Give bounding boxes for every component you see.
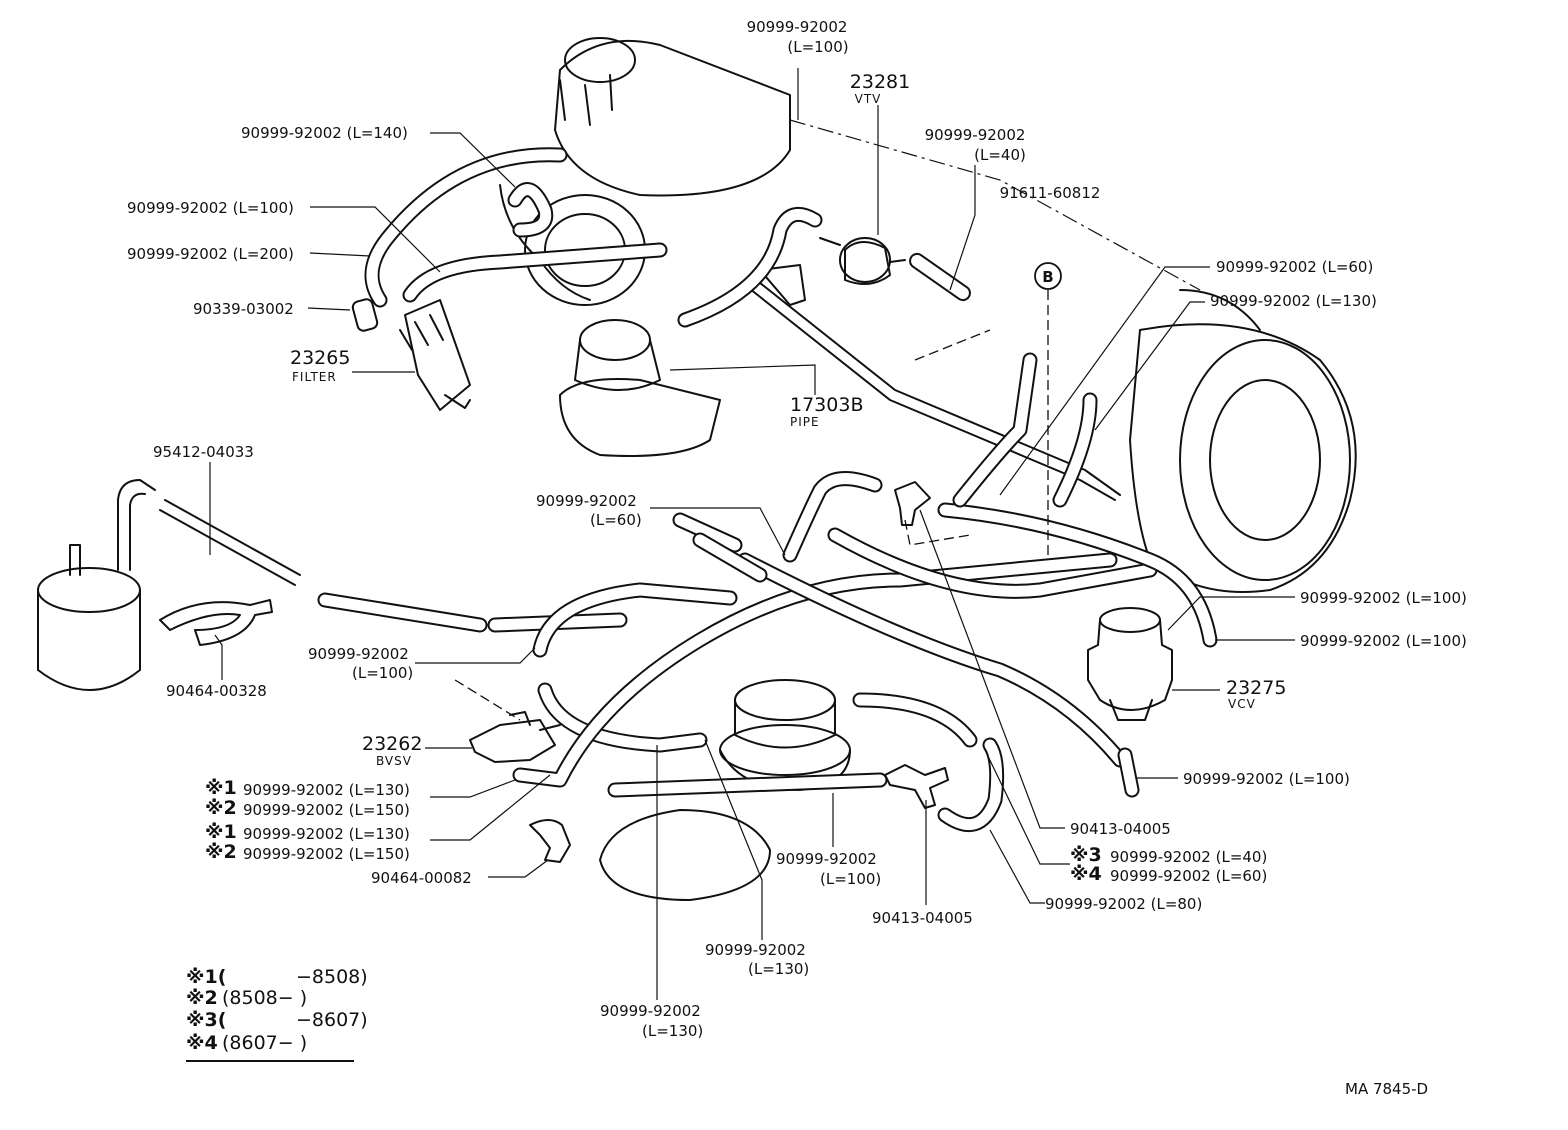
label-hose-l60-right: 90999-92002 (L=60) <box>1216 258 1373 276</box>
label-tee-bottom: 90413-04005 <box>872 909 973 927</box>
note2b-mark: ※2 <box>205 841 237 863</box>
label-hose-top-part: 90999-92002 <box>747 18 848 36</box>
note3-mark: ※3 <box>1070 844 1102 866</box>
tee-90413-upper <box>894 481 931 526</box>
charcoal-canister <box>37 479 301 691</box>
label-hose-l100-left: 90999-92002 (L=100) <box>127 199 294 217</box>
legend-1-mark: ※1( <box>186 966 226 988</box>
label-vtv-name: VTV <box>855 92 882 106</box>
label-hose-l80: 90999-92002 (L=80) <box>1045 895 1202 913</box>
note2a-text: 90999-92002 (L=150) <box>243 801 410 819</box>
label-hose-l40-len: (L=40) <box>974 146 1026 164</box>
bvsv-valve <box>469 711 561 763</box>
label-hose-l130-b1-part: 90999-92002 <box>705 941 806 959</box>
note4-mark: ※4 <box>1070 863 1102 885</box>
diaphragm-body <box>574 339 661 391</box>
air-cleaner <box>1129 289 1357 593</box>
marker-b-text: B <box>1042 268 1053 286</box>
note4-text: 90999-92002 (L=60) <box>1110 867 1267 885</box>
label-hose-l100-r1: 90999-92002 (L=100) <box>1300 589 1467 607</box>
note1a-mark: ※1 <box>205 777 237 799</box>
diaphragm-top <box>579 319 651 361</box>
cap-90339 <box>351 298 379 332</box>
tee-90413-lower <box>884 764 949 809</box>
engine-drawing <box>37 37 1357 901</box>
label-pipe-part: 17303B <box>790 394 863 416</box>
label-pipe-name: PIPE <box>790 415 820 429</box>
vcv-valve <box>1087 607 1173 721</box>
label-hose-l60-mid-part: 90999-92002 <box>536 492 637 510</box>
clamp-90464-00082 <box>529 819 571 863</box>
label-hose-l140: 90999-92002 (L=140) <box>241 124 408 142</box>
legend-4-mark: ※4 <box>186 1032 218 1054</box>
filter-23265 <box>399 299 471 411</box>
label-hose-l60-mid-len: (L=60) <box>590 511 642 529</box>
label-hose-l100-bottom-part: 90999-92002 <box>776 850 877 868</box>
label-hose-l100-bottom-len: (L=100) <box>820 870 881 888</box>
label-tee-right: 90413-04005 <box>1070 820 1171 838</box>
label-hose-top-len: (L=100) <box>787 38 848 56</box>
note1b-mark: ※1 <box>205 821 237 843</box>
carb-body <box>559 378 721 457</box>
label-hose-l130-b1-len: (L=130) <box>748 960 809 978</box>
legend-3-mark: ※3( <box>186 1009 226 1031</box>
part-labels: 90999-92002 (L=100) 23281 VTV 90999-9200… <box>127 18 1467 1040</box>
label-plug-91611: 91611-60812 <box>1000 184 1101 202</box>
label-clamp-00328: 90464-00328 <box>166 682 267 700</box>
label-clamp-00082: 90464-00082 <box>371 869 472 887</box>
label-hose-95412: 95412-04033 <box>153 443 254 461</box>
note2b-text: 90999-92002 (L=150) <box>243 845 410 863</box>
label-filter-name: FILTER <box>292 370 337 384</box>
note1a-text: 90999-92002 (L=130) <box>243 781 410 799</box>
marker-b: B <box>1034 262 1062 290</box>
label-cap-90339: 90339-03002 <box>193 300 294 318</box>
drawing-code: MA 7845-D <box>1345 1080 1428 1098</box>
pipe-17303b <box>744 274 1121 501</box>
label-bvsv-name: BVSV <box>376 754 412 768</box>
label-hose-l200: 90999-92002 (L=200) <box>127 245 294 263</box>
label-hose-l100-lowleft-part: 90999-92002 <box>308 645 409 663</box>
date-legend: ※1( −8508) ※2 (8508− ) ※3( −8607) ※4 (86… <box>186 966 368 1062</box>
leader-lines <box>209 68 1295 1000</box>
legend-1-text: −8508) <box>296 966 368 988</box>
legend-4-text: (8607− ) <box>222 1032 307 1054</box>
label-hose-l100-lowleft-len: (L=100) <box>352 664 413 682</box>
label-bvsv-part: 23262 <box>362 733 422 755</box>
label-hose-l130-b2-part: 90999-92002 <box>600 1002 701 1020</box>
legend-2-mark: ※2 <box>186 987 218 1009</box>
legend-2-text: (8508− ) <box>222 987 307 1009</box>
plug-91611 <box>909 252 971 302</box>
label-hose-l100-r2: 90999-92002 (L=100) <box>1300 632 1467 650</box>
clamp-90464-00328 <box>159 599 273 646</box>
label-hose-l130-right: 90999-92002 (L=130) <box>1210 292 1377 310</box>
label-hose-l40-part: 90999-92002 <box>925 126 1026 144</box>
label-filter-part: 23265 <box>290 347 350 369</box>
label-hose-l100-r3: 90999-92002 (L=100) <box>1183 770 1350 788</box>
label-vcv-name: VCV <box>1228 697 1256 711</box>
label-hose-l130-b2-len: (L=130) <box>642 1022 703 1040</box>
hose-runs <box>317 147 1218 832</box>
vtv-valve <box>819 237 906 285</box>
note2a-mark: ※2 <box>205 797 237 819</box>
legend-3-text: −8607) <box>296 1009 368 1031</box>
label-vtv-part: 23281 <box>850 71 910 93</box>
label-vcv-part: 23275 <box>1226 677 1286 699</box>
note3-text: 90999-92002 (L=40) <box>1110 848 1267 866</box>
note1b-text: 90999-92002 (L=130) <box>243 825 410 843</box>
